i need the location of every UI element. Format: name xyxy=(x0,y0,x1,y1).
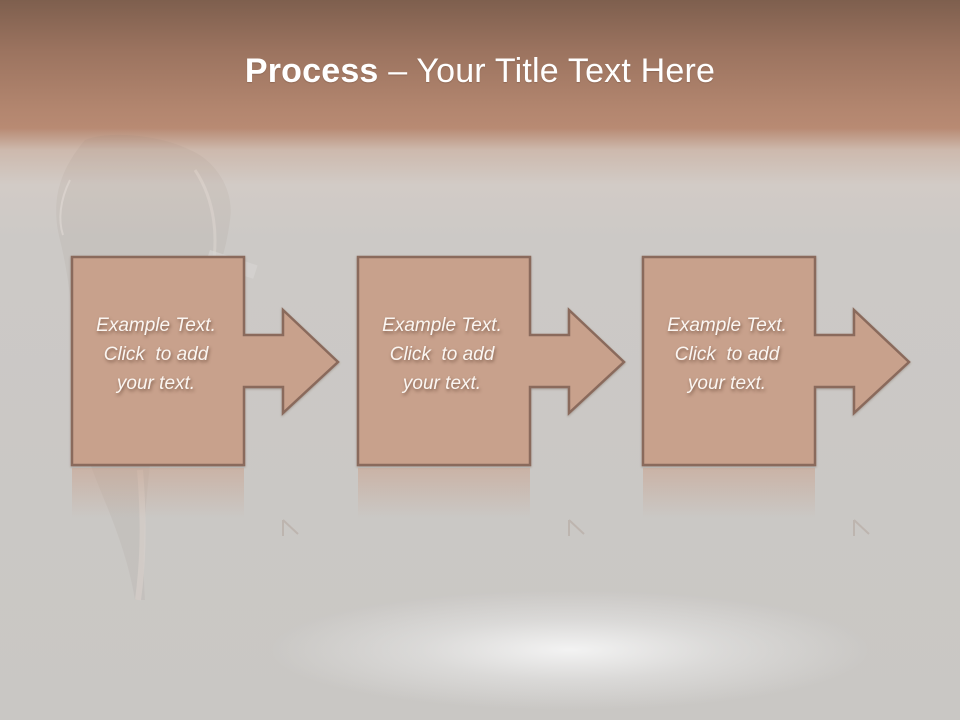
step-text-line: Click to add xyxy=(389,344,495,365)
step-text-line: your text. xyxy=(116,373,196,394)
step-text[interactable]: Example Text. Click to add your text. xyxy=(70,311,242,398)
right-arrow-icon xyxy=(70,255,340,467)
step-text-line: Example Text. xyxy=(96,315,216,336)
step-text[interactable]: Example Text. Click to add your text. xyxy=(641,311,813,398)
step-text-line: Click to add xyxy=(674,344,780,365)
step-text-line: Example Text. xyxy=(667,315,787,336)
step-text-line: Click to add xyxy=(103,344,209,365)
right-arrow-icon xyxy=(356,255,626,467)
step-text-line: Example Text. xyxy=(382,315,502,336)
step-reflection xyxy=(357,468,585,536)
step-text-line: your text. xyxy=(402,373,482,394)
step-text[interactable]: Example Text. Click to add your text. xyxy=(356,311,528,398)
title-bold: Process xyxy=(244,52,379,90)
process-step-2[interactable]: Example Text. Click to add your text. xyxy=(356,255,626,467)
right-arrow-icon xyxy=(641,255,911,467)
step-reflection xyxy=(71,468,299,536)
process-step-3[interactable]: Example Text. Click to add your text. xyxy=(641,255,911,467)
title-rest: – Your Title Text Here xyxy=(378,52,716,90)
step-reflection xyxy=(642,468,870,536)
step-text-line: your text. xyxy=(687,373,767,394)
process-step-1[interactable]: Example Text. Click to add your text. xyxy=(70,255,340,467)
slide-title[interactable]: Process – Your Title Text Here xyxy=(0,52,960,91)
